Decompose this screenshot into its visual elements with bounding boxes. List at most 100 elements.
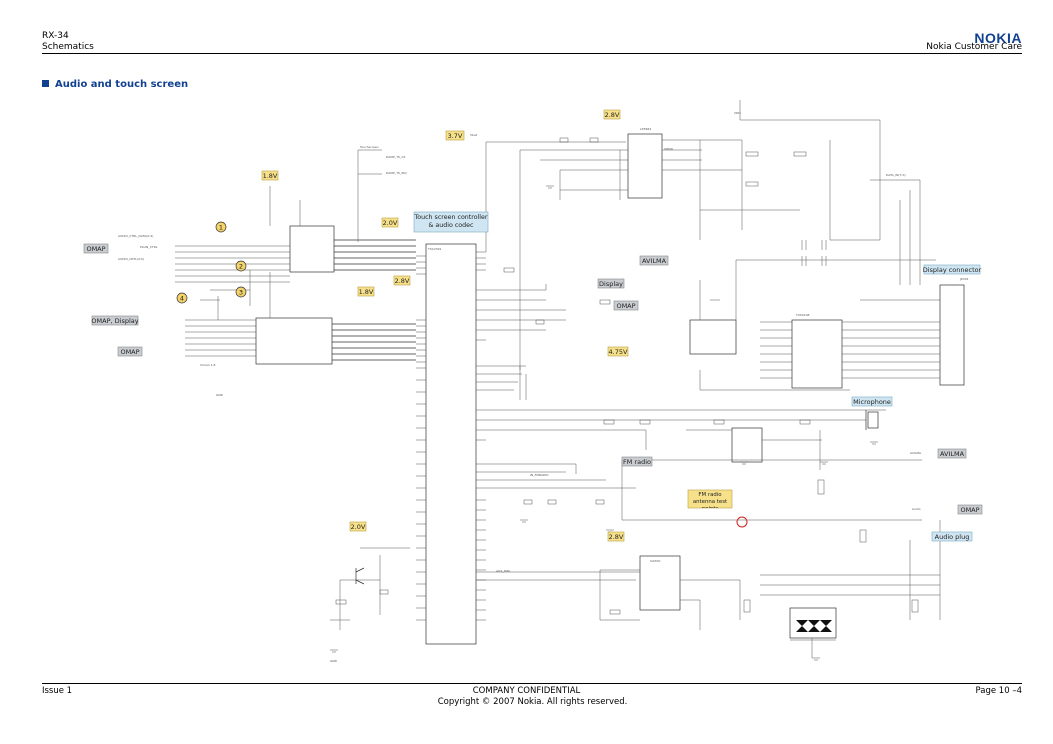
svg-text:Vmem 1.8: Vmem 1.8 <box>200 363 216 367</box>
label-box <box>621 456 653 467</box>
label-box <box>83 243 109 254</box>
svg-text:DAMP_TS_CS: DAMP_TS_CS <box>386 155 406 159</box>
transistor-symbol <box>355 567 365 585</box>
label-box <box>413 211 489 233</box>
esd-diode-symbols <box>796 620 832 632</box>
label-omap-right: OMAP <box>616 302 635 310</box>
callout-number-1: 1 <box>219 224 223 232</box>
label-touch-codec-wrap: Touch screen controller & audio codec <box>414 214 488 229</box>
label-omap-left-bottom: OMAP <box>120 348 139 356</box>
svg-text:Touchscreen: Touchscreen <box>359 145 379 149</box>
svg-text:PLLIN_CTRL: PLLIN_CTRL <box>140 245 158 249</box>
label-box <box>931 531 973 542</box>
svg-text:Si4700: Si4700 <box>650 559 660 563</box>
tiny-pin-labels: AUDIO_CTRL_DATA(0:4) PLLIN_CTRL AUDIO_CR… <box>118 111 969 663</box>
mic-amp-ic <box>731 427 763 463</box>
voltage-tag-7: 2.0V <box>351 523 366 531</box>
group-labels: OMAP OMAP, Display OMAP Touch screen con… <box>83 211 983 542</box>
voltage-tag-box <box>357 286 375 297</box>
label-box <box>613 300 639 311</box>
level-shifter-ic-bottom <box>255 317 333 365</box>
voltage-tag-box <box>381 217 399 228</box>
voltage-tag-9: 4.75V <box>609 348 628 356</box>
label-box <box>91 315 139 326</box>
display-mux-ic <box>791 319 843 389</box>
svg-text:GND: GND <box>216 393 224 397</box>
label-fm-antenna-wrap: FM radio antenna test points <box>692 492 728 508</box>
svg-text:AUX_DIM: AUX_DIM <box>496 569 510 573</box>
svg-text:LP3984: LP3984 <box>640 127 651 131</box>
section-title: Audio and touch screen <box>42 79 188 90</box>
footer-issue: Issue 1 <box>42 686 73 696</box>
voltage-tag-box <box>349 521 367 532</box>
label-fm-antenna: FM radio antenna test points <box>692 492 728 508</box>
voltage-tag-box <box>393 275 411 286</box>
callout-number-4: 4 <box>180 295 184 303</box>
label-microphone: Microphone <box>853 398 891 406</box>
display-connector-block <box>939 284 965 386</box>
label-box <box>937 448 967 459</box>
voltage-tag-6: 3.7V <box>448 132 463 140</box>
microphone-icon <box>865 410 879 430</box>
svg-text:J6301: J6301 <box>959 277 969 281</box>
label-avilma: AVILMA <box>642 257 667 265</box>
callout-badge-1 <box>215 221 227 233</box>
nokia-logo: NOKIA <box>974 30 1022 46</box>
footer-rule <box>42 683 1022 684</box>
svg-text:TXS0108: TXS0108 <box>795 313 810 317</box>
label-box <box>639 255 669 266</box>
label-box <box>957 504 983 515</box>
label-fm-radio: FM radio <box>623 458 651 466</box>
svg-text:TSC2301: TSC2301 <box>427 247 442 251</box>
document-subtitle: Schematics <box>42 42 94 52</box>
svg-text:SHDN: SHDN <box>664 147 673 151</box>
codec-ic <box>425 243 477 645</box>
voltage-tag-2: 2.0V <box>383 219 398 227</box>
voltage-tag-3: 2.8V <box>395 277 410 285</box>
label-box <box>117 346 143 357</box>
voltage-tag-box <box>607 346 629 357</box>
voltage-tag-box <box>445 130 465 141</box>
svg-text:Vbat: Vbat <box>470 133 478 137</box>
label-box <box>923 264 981 275</box>
svg-text:AUDIO_CTRL_DATA(0:4): AUDIO_CTRL_DATA(0:4) <box>118 234 153 238</box>
callout-badge-2 <box>235 260 247 272</box>
fm-radio-ic <box>639 555 681 611</box>
callout-number-3: 3 <box>239 289 243 297</box>
voltage-tag-8: 2.8V <box>609 533 624 541</box>
svg-text:AUDIO_CRTL(4:0): AUDIO_CRTL(4:0) <box>118 257 144 261</box>
label-avilma-right: AVILMA <box>940 450 965 458</box>
label-omap-display: OMAP, Display <box>91 317 138 325</box>
svg-text:VDD: VDD <box>734 111 741 115</box>
svg-text:GND: GND <box>330 659 338 663</box>
voltage-tag-4: 2.8V <box>605 111 620 119</box>
level-shifter-ic-top <box>289 225 335 273</box>
svg-text:Audio: Audio <box>912 507 921 511</box>
callout-badge-3 <box>235 286 247 298</box>
passive-components <box>335 137 919 615</box>
header-rule <box>42 53 1022 54</box>
svg-text:AVILMA: AVILMA <box>910 451 922 455</box>
regulator-ic <box>627 133 663 199</box>
svg-text:DATA_IN(7:0): DATA_IN(7:0) <box>886 173 906 177</box>
callout-number-2: 2 <box>239 263 243 271</box>
label-omap-audio: OMAP <box>960 506 979 514</box>
svg-text:DAMP_TS_IRQ: DAMP_TS_IRQ <box>386 171 407 175</box>
label-touch-codec: Touch screen controller & audio codec <box>414 214 488 229</box>
label-omap-left-top: OMAP <box>86 245 105 253</box>
voltage-tags: 1.8V 2.0V 2.8V 2.8V 1.8V 3.7V 2.0V 2.8V … <box>261 109 629 542</box>
label-display-connector: Display connector <box>923 266 982 274</box>
svg-text:IN_FMRADIO: IN_FMRADIO <box>530 473 549 477</box>
label-display: Display <box>599 280 623 288</box>
label-audio-plug: Audio plug <box>935 533 970 541</box>
voltage-tag-box <box>603 109 621 120</box>
voltage-tag-box <box>607 531 625 542</box>
schematic-wires <box>175 100 941 658</box>
footer-page-number: Page 10 –4 <box>975 686 1022 696</box>
voltage-tag-1: 1.8V <box>263 172 278 180</box>
voltage-tag-box <box>261 170 279 181</box>
label-box <box>597 278 625 289</box>
codec-pins-right <box>476 251 486 621</box>
footer-confidential: COMPANY CONFIDENTIAL <box>472 686 581 696</box>
